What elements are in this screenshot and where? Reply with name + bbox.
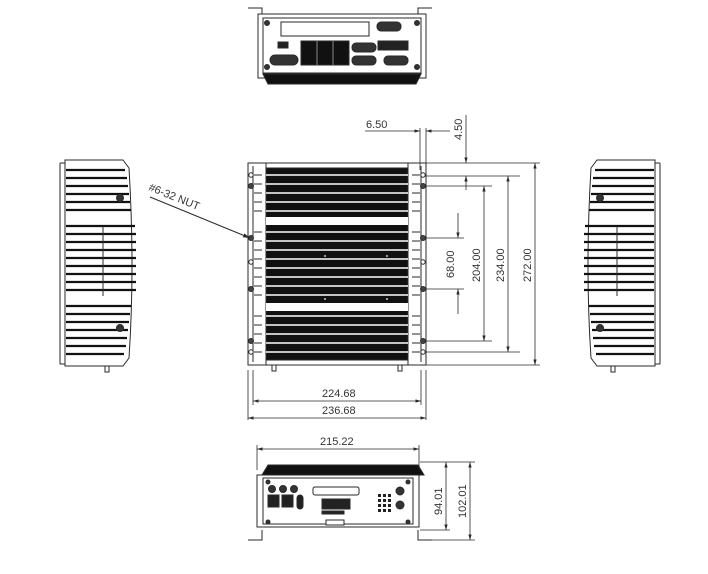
left-side-view <box>59 159 136 373</box>
front-view-dimension-labels: 215.22 94.01 102.01 <box>320 436 469 518</box>
dim-total-height: 102.01 <box>457 484 469 518</box>
dim-body-width: 224.68 <box>322 388 356 400</box>
dim-flange-width: 6.50 <box>366 119 387 131</box>
front-view <box>248 464 432 541</box>
dim-center-holes: 68.00 <box>445 250 457 278</box>
nut-label: #6-32 NUT <box>147 182 202 213</box>
right-side-view <box>584 159 661 373</box>
nut-callout: #6-32 NUT <box>147 182 251 239</box>
dim-total-depth: 272.00 <box>522 248 534 282</box>
top-view-dimensions <box>247 115 540 420</box>
top-view-dimension-labels: 6.50 4.50 68.00 204.00 234.00 272.00 224… <box>322 119 534 417</box>
dim-front-width: 215.22 <box>320 436 354 448</box>
dim-flange-offset: 4.50 <box>453 119 465 140</box>
top-view <box>247 162 427 372</box>
dim-body-height: 94.01 <box>433 487 445 515</box>
front-view-dimensions <box>256 445 475 541</box>
rear-view <box>248 7 432 85</box>
dim-outer-holes: 234.00 <box>495 248 507 282</box>
dim-total-width: 236.68 <box>322 405 356 417</box>
dim-inner-holes: 204.00 <box>471 248 483 282</box>
